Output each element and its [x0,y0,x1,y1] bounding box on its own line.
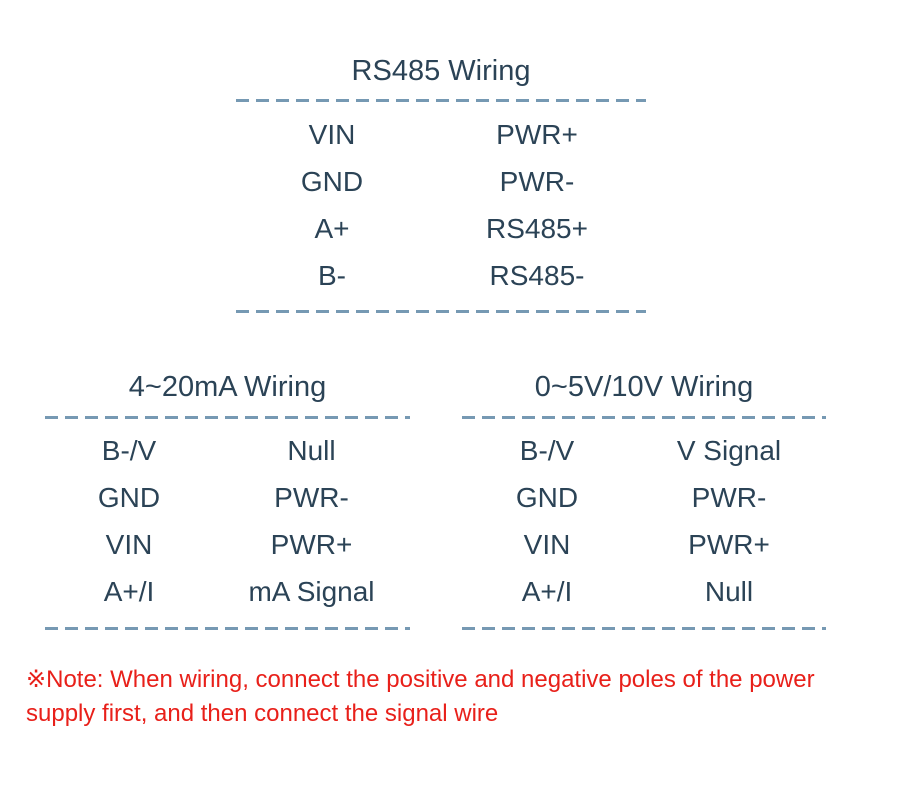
current-loop-terminal-0: B-/V [101,434,157,466]
table-row: VIN PWR+ [45,521,410,568]
current-loop-wiring-table: 4~20mA Wiring B-/V Null GND PWR- VIN PWR… [45,371,410,630]
table-row: B- RS485- [236,252,646,299]
current-loop-terminal-3: A+/I [103,575,155,607]
wiring-note-text: Note: When wiring, connect the positive … [26,666,815,727]
rs485-bottom-divider [236,310,646,313]
voltage-title: 0~5V/10V Wiring [534,371,754,403]
table-row: GND PWR- [45,474,410,521]
table-row: B-/V Null [45,427,410,474]
table-row: GND PWR- [236,158,646,205]
rs485-title: RS485 Wiring [351,55,531,87]
rs485-rows: VIN PWR+ GND PWR- A+ RS485+ B- RS485- [236,102,646,305]
current-loop-rows: B-/V Null GND PWR- VIN PWR+ A+/I mA Sign… [45,419,410,621]
rs485-terminal-1: GND [300,165,364,197]
voltage-terminal-0: B-/V [519,434,575,466]
current-loop-terminal-2: VIN [105,528,153,560]
voltage-wiring-table: 0~5V/10V Wiring B-/V V Signal GND PWR- V… [462,371,826,630]
table-row: B-/V V Signal [462,427,826,474]
current-loop-function-1: PWR- [274,481,349,513]
voltage-function-2: PWR+ [688,528,770,560]
table-row: A+/I mA Signal [45,568,410,615]
current-loop-title: 4~20mA Wiring [128,371,327,403]
rs485-terminal-2: A+ [314,212,350,244]
table-row: A+/I Null [462,568,826,615]
rs485-top-divider [236,99,646,102]
voltage-function-1: PWR- [691,481,767,513]
rs485-wiring-table: RS485 Wiring VIN PWR+ GND PWR- A+ RS485+… [236,55,646,313]
voltage-rows: B-/V V Signal GND PWR- VIN PWR+ A+/I Nul… [462,419,826,621]
table-row: A+ RS485+ [236,205,646,252]
voltage-top-divider [462,416,826,419]
voltage-terminal-2: VIN [523,528,571,560]
current-loop-function-2: PWR+ [270,528,353,560]
rs485-function-2: RS485+ [486,212,588,244]
table-row: GND PWR- [462,474,826,521]
voltage-terminal-3: A+/I [521,575,573,607]
current-loop-top-divider [45,416,410,419]
table-row: VIN PWR+ [236,111,646,158]
voltage-function-0: V Signal [676,434,782,466]
current-loop-terminal-1: GND [97,481,161,513]
rs485-function-1: PWR- [499,165,575,197]
rs485-function-0: PWR+ [496,118,578,150]
voltage-bottom-divider [462,627,826,630]
current-loop-function-3: mA Signal [248,575,375,607]
reference-mark-icon: ※ [26,665,47,693]
wiring-note: ※Note: When wiring, connect the positive… [26,662,882,731]
rs485-function-3: RS485- [489,259,585,291]
rs485-terminal-0: VIN [308,118,356,150]
current-loop-function-0: Null [287,434,336,466]
rs485-terminal-3: B- [318,259,346,291]
voltage-function-3: Null [704,575,754,607]
current-loop-bottom-divider [45,627,410,630]
voltage-terminal-1: GND [515,481,579,513]
table-row: VIN PWR+ [462,521,826,568]
